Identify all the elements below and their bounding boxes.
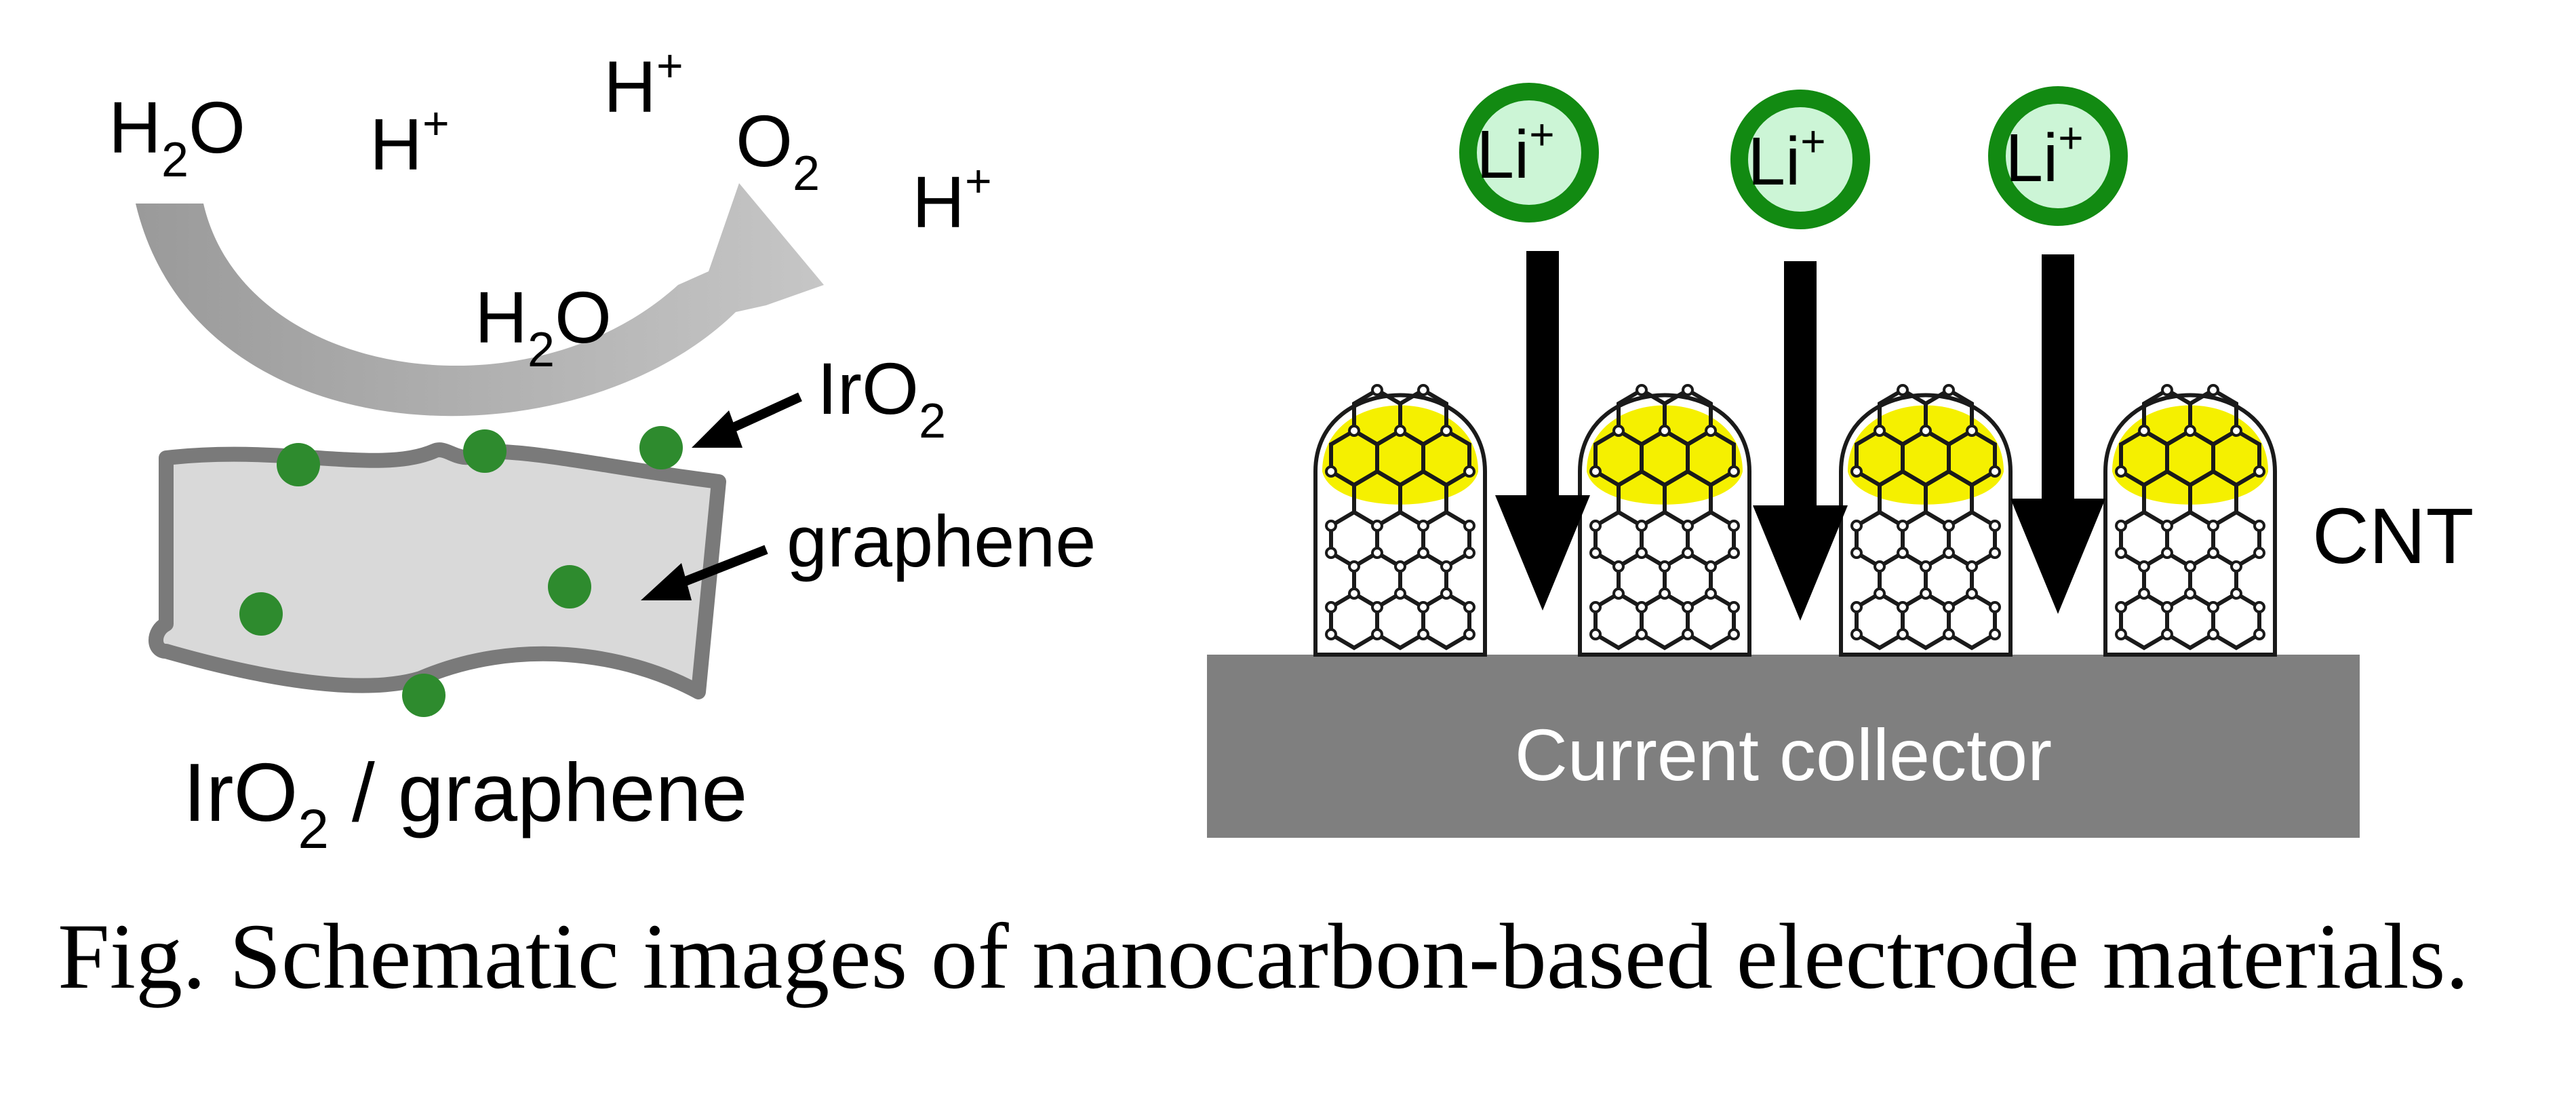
cnt-tube [1841, 385, 2010, 655]
current-collector-label: Current collector [1515, 714, 2052, 796]
svg-text:Li+: Li+ [2005, 113, 2083, 196]
label-h2o-mid: H2O [475, 276, 612, 377]
right-panel: Current collector Li+ Li+ Li+ CNT [1207, 83, 2474, 838]
label-iro2: IrO2 [817, 347, 946, 448]
label-h-plus-1: H+ [370, 98, 450, 185]
iro2-particle [239, 592, 283, 636]
iro2-particle [463, 429, 507, 473]
svg-text:Li+: Li+ [1476, 110, 1554, 193]
reaction-arc-arrow [136, 183, 824, 417]
label-h2o-top: H2O [108, 86, 245, 187]
li-ion: Li+ [1730, 90, 1870, 229]
cnt-tube [2105, 385, 2275, 655]
label-h-plus-3: H+ [912, 155, 992, 243]
li-ion: Li+ [1988, 86, 2128, 226]
panel-title-iro2-graphene: IrO2 / graphene [183, 746, 747, 860]
label-o2: O2 [736, 100, 820, 201]
iro2-particle [548, 565, 591, 609]
label-h-plus-2: H+ [603, 40, 683, 128]
pointer-arrow-iro2 [692, 392, 802, 448]
current-collector [1207, 655, 2360, 838]
svg-text:Li+: Li+ [1747, 117, 1825, 199]
iro2-particle [402, 674, 445, 717]
figure-caption: Fig. Schematic images of nanocarbon-base… [58, 904, 2469, 1008]
iro2-particle [277, 443, 320, 486]
pointer-arrow-graphene [641, 545, 768, 600]
li-ion-arrow [2010, 254, 2105, 614]
li-ion-arrow [1495, 251, 1590, 611]
cnt-tube [1315, 385, 1485, 655]
left-panel: H2O H+ H+ O2 H+ H2O IrO2 graphene IrO2 /… [108, 40, 1096, 860]
iro2-particle [639, 426, 683, 469]
cnt-tube [1580, 385, 1749, 655]
li-ion: Li+ [1459, 83, 1599, 223]
graphene-sheet [148, 442, 726, 699]
iro2-particles [239, 426, 683, 717]
cnt-label: CNT [2312, 492, 2474, 580]
li-ion-arrow [1753, 261, 1848, 621]
label-graphene: graphene [787, 500, 1096, 582]
